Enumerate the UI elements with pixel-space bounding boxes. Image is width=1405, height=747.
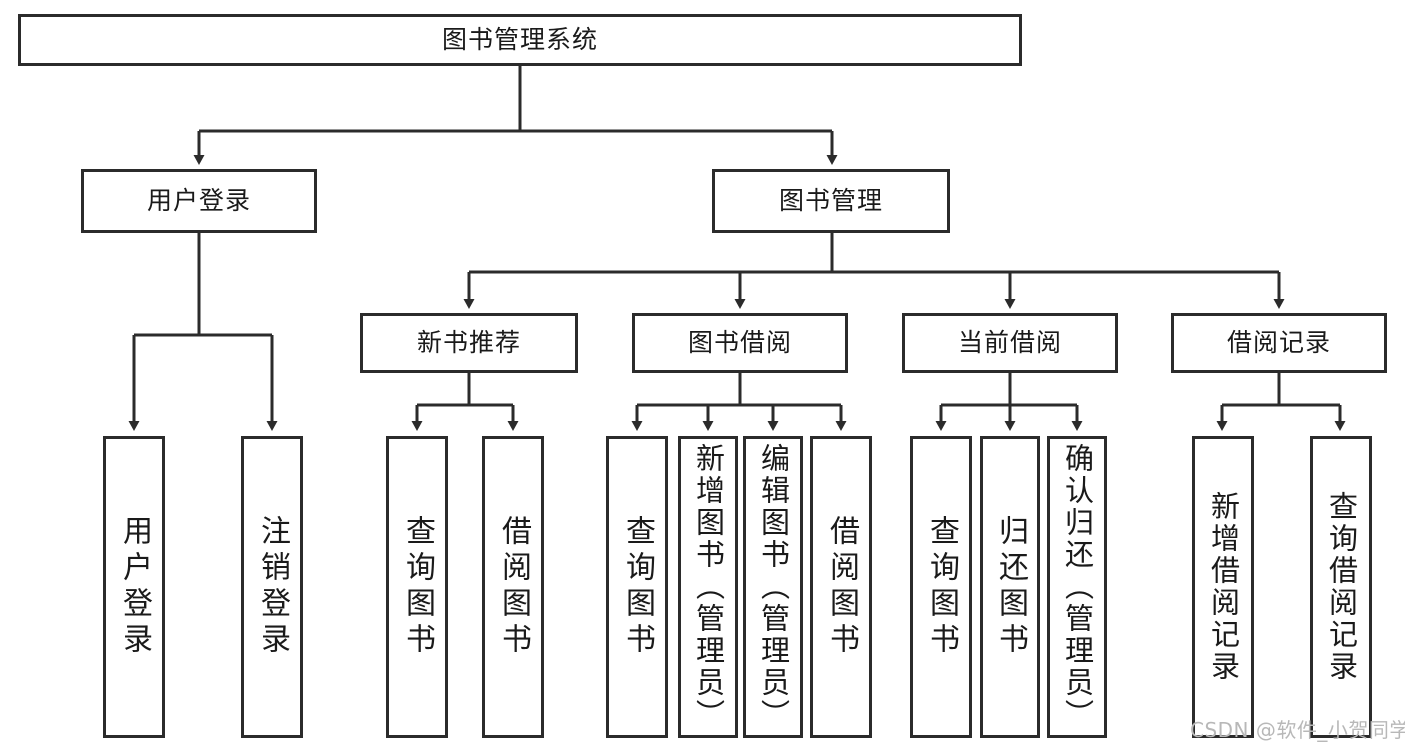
- node-user-login[interactable]: 用户登录: [81, 169, 317, 233]
- leaf-borrow-add-book-admin[interactable]: 新增图书（管理员）: [678, 436, 738, 738]
- leaf-logout-label: 注销登录: [255, 515, 290, 659]
- node-book-management[interactable]: 图书管理: [712, 169, 950, 233]
- leaf-newbook-query-book-label: 查询图书: [400, 515, 435, 659]
- leaf-record-add-record[interactable]: 新增借阅记录: [1192, 436, 1254, 738]
- leaf-borrow-edit-book-admin-label: 编辑图书（管理员）: [756, 443, 791, 731]
- leaf-newbook-query-book[interactable]: 查询图书: [386, 436, 448, 738]
- node-user-login-label: 用户登录: [146, 186, 251, 216]
- node-book-management-label: 图书管理: [778, 186, 883, 216]
- node-book-borrow-label: 图书借阅: [687, 328, 792, 358]
- node-new-book-recommend-label: 新书推荐: [416, 328, 521, 358]
- leaf-current-confirm-return-admin-label: 确认归还（管理员）: [1060, 443, 1095, 731]
- node-borrow-record-label: 借阅记录: [1226, 328, 1331, 358]
- leaf-current-query-book-label: 查询图书: [924, 515, 959, 659]
- leaf-record-query-record[interactable]: 查询借阅记录: [1310, 436, 1372, 738]
- node-current-borrow-label: 当前借阅: [957, 328, 1062, 358]
- leaf-current-query-book[interactable]: 查询图书: [910, 436, 972, 738]
- node-root-label: 图书管理系统: [441, 25, 598, 55]
- leaf-borrow-query-book[interactable]: 查询图书: [606, 436, 668, 738]
- leaf-borrow-edit-book-admin[interactable]: 编辑图书（管理员）: [743, 436, 803, 738]
- leaf-borrow-add-book-admin-label: 新增图书（管理员）: [691, 443, 726, 731]
- node-book-borrow[interactable]: 图书借阅: [632, 313, 848, 373]
- leaf-user-login[interactable]: 用户登录: [103, 436, 165, 738]
- leaf-current-return-book-label: 归还图书: [993, 515, 1028, 659]
- leaf-record-query-record-label: 查询借阅记录: [1324, 491, 1359, 683]
- leaf-record-add-record-label: 新增借阅记录: [1206, 491, 1241, 683]
- node-borrow-record[interactable]: 借阅记录: [1171, 313, 1387, 373]
- node-current-borrow[interactable]: 当前借阅: [902, 313, 1118, 373]
- leaf-borrow-query-book-label: 查询图书: [620, 515, 655, 659]
- csdn-watermark: CSDN @软件_小贺同学: [1190, 718, 1405, 742]
- leaf-newbook-borrow-book-label: 借阅图书: [496, 515, 531, 659]
- leaf-logout[interactable]: 注销登录: [241, 436, 303, 738]
- leaf-newbook-borrow-book[interactable]: 借阅图书: [482, 436, 544, 738]
- leaf-current-confirm-return-admin[interactable]: 确认归还（管理员）: [1047, 436, 1107, 738]
- leaf-borrow-borrow-book[interactable]: 借阅图书: [810, 436, 872, 738]
- leaf-current-return-book[interactable]: 归还图书: [980, 436, 1040, 738]
- node-new-book-recommend[interactable]: 新书推荐: [360, 313, 578, 373]
- node-root[interactable]: 图书管理系统: [18, 14, 1022, 66]
- leaf-borrow-borrow-book-label: 借阅图书: [824, 515, 859, 659]
- leaf-user-login-label: 用户登录: [117, 515, 152, 659]
